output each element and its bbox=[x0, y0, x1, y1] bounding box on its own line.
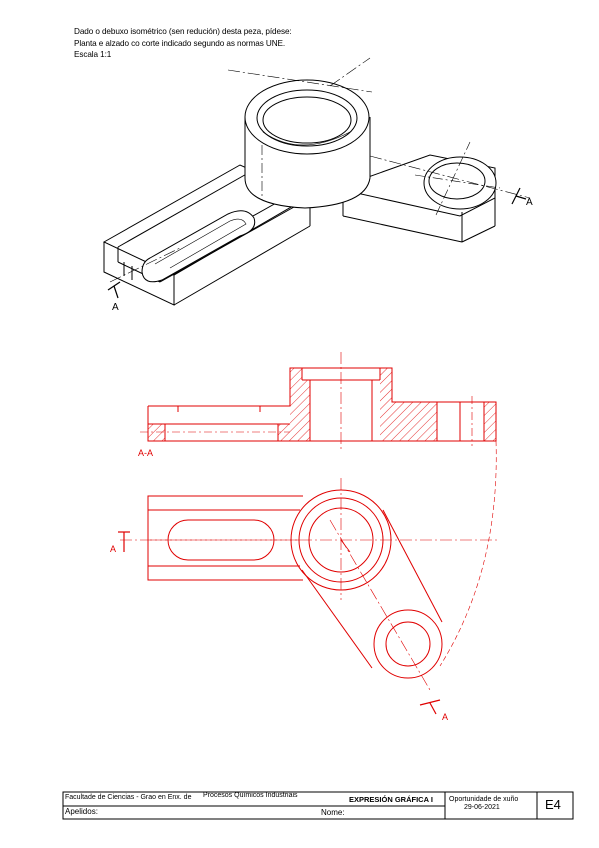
instruction-line-1: Dado o debuxo isométrico (sen redución) … bbox=[74, 27, 292, 36]
faculty-text: Facultade de Ciencias - Grao en Enx. de bbox=[65, 794, 192, 801]
title-block-frame bbox=[62, 791, 574, 820]
date-text: 29-06-2021 bbox=[464, 804, 500, 811]
section-elevation: A-A bbox=[138, 352, 497, 458]
name-label: Nome: bbox=[321, 808, 345, 817]
iso-center-lines bbox=[109, 57, 531, 283]
instruction-line-3: Escala 1:1 bbox=[74, 50, 112, 59]
title-block: Facultade de Ciencias - Grao en Enx. de … bbox=[63, 792, 573, 819]
surname-label: Apelidos: bbox=[65, 807, 98, 816]
instruction-line-2: Planta e alzado co corte indicado segund… bbox=[74, 38, 286, 48]
iso-right-arm bbox=[342, 141, 501, 243]
plan-cut-label-left: A bbox=[110, 544, 116, 554]
iso-central-cylinder bbox=[244, 79, 371, 209]
iso-cut-label-left: A bbox=[112, 302, 119, 313]
exercise-code: E4 bbox=[545, 797, 561, 812]
session-text: Oportunidade de xuño bbox=[449, 796, 519, 803]
subject-text: EXPRESIÓN GRÁFICA I bbox=[349, 795, 433, 804]
plan-view: A A bbox=[110, 440, 500, 722]
plan-cut-label-bottom: A bbox=[442, 712, 448, 722]
degree-text: Procesos Químicos Industriais bbox=[203, 792, 298, 799]
isometric-view: A A bbox=[102, 57, 533, 313]
section-label: A-A bbox=[138, 448, 153, 458]
instructions: Dado o debuxo isométrico (sen redución) … bbox=[74, 26, 292, 61]
iso-cut-indicators bbox=[107, 187, 527, 299]
iso-cut-label-right: A bbox=[526, 197, 533, 208]
